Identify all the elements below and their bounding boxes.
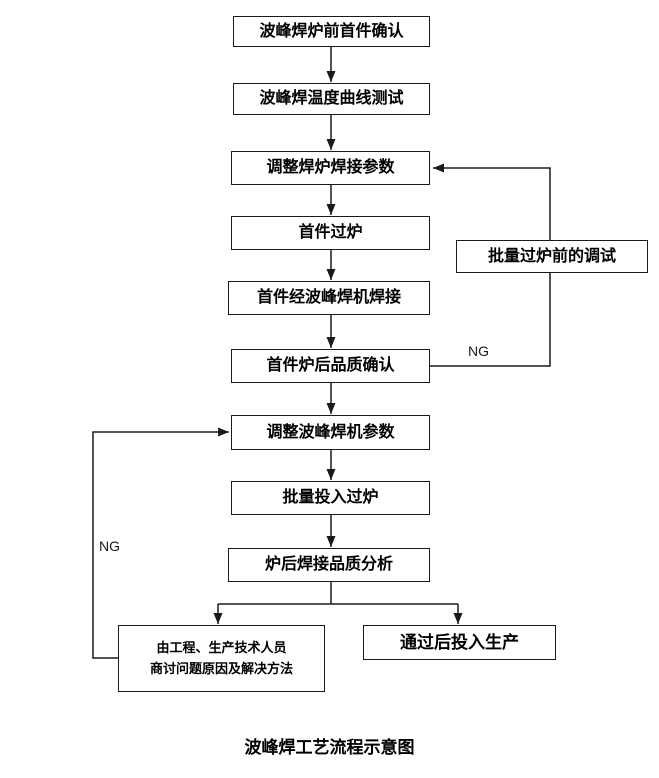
ng-feedback-left-line <box>92 427 229 659</box>
step-pre-furnace-first-article-confirm: 波峰焊炉前首件确认 <box>233 16 430 47</box>
diagram-title: 波峰焊工艺流程示意图 <box>244 738 415 757</box>
step-adjust-furnace-params: 调整焊炉焊接参数 <box>231 151 430 185</box>
step-post-furnace-quality-confirm: 首件炉后品质确认 <box>231 349 430 383</box>
discussion-box-line2: 商讨问题原因及解决方法 <box>149 660 293 676</box>
side-note-debug-before-batch: 批量过炉前的调试 <box>456 240 648 273</box>
step-post-furnace-quality-analysis: 炉后焊接品质分析 <box>228 548 430 582</box>
step-adjust-wave-machine-params: 调整波峰焊机参数 <box>231 415 430 450</box>
step-first-article-wave-soldered: 首件经波峰焊机焊接 <box>228 281 430 315</box>
ng-label-right: NG <box>468 343 489 359</box>
step-batch-into-furnace: 批量投入过炉 <box>231 481 430 515</box>
discussion-box: 由工程、生产技术人员 商讨问题原因及解决方法 <box>118 625 325 692</box>
step-first-article-through-furnace: 首件过炉 <box>231 216 430 250</box>
production-box: 通过后投入生产 <box>363 625 556 660</box>
discussion-box-line1: 由工程、生产技术人员 <box>156 640 287 656</box>
step-temperature-curve-test: 波峰焊温度曲线测试 <box>233 83 430 115</box>
ng-label-left: NG <box>99 538 120 554</box>
